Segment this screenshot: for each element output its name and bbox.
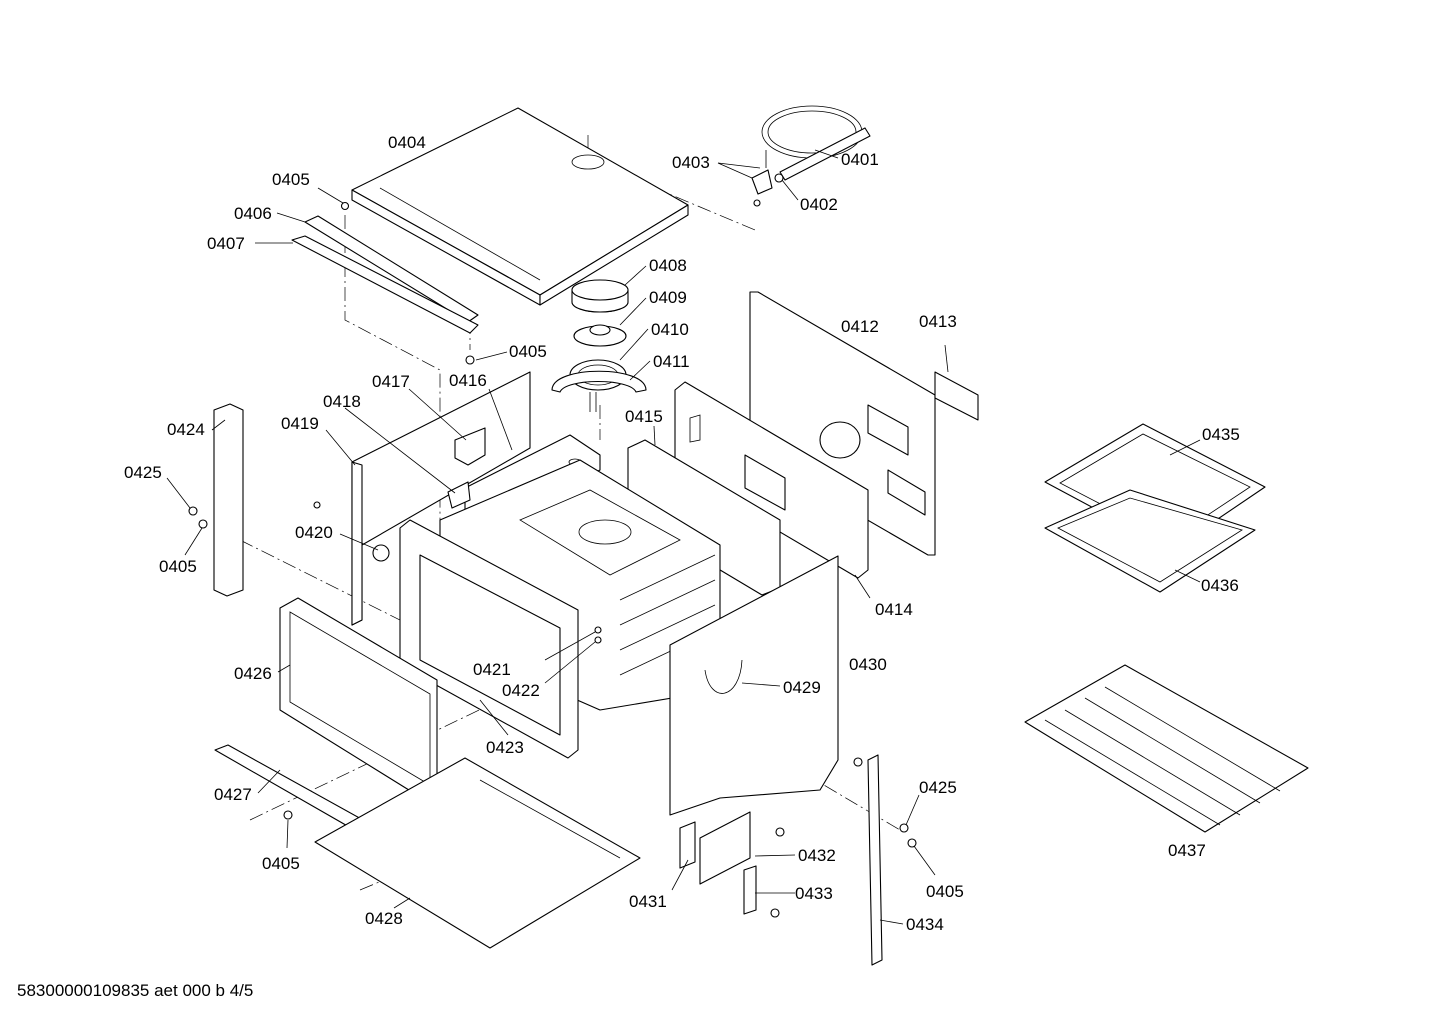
document-footer-id: 58300000109835 aet 000 b 4/5: [17, 981, 254, 1000]
label-0419: 0419: [281, 414, 319, 433]
part-0409-fan-disc: [573, 324, 627, 347]
label-0421: 0421: [473, 660, 511, 679]
label-0414: 0414: [875, 600, 913, 619]
leader-lines: [166, 149, 1201, 925]
label-0405-mid: 0405: [509, 342, 547, 361]
label-0430: 0430: [849, 655, 887, 674]
part-labels: 0401 0402 0403 0404 0405 0406 0407 0405 …: [124, 133, 1240, 934]
label-0410: 0410: [651, 320, 689, 339]
part-0430-side-panel: [669, 555, 839, 816]
label-0436: 0436: [1201, 576, 1239, 595]
hinge-screws: [770, 757, 863, 918]
part-0407-trim-rail: [291, 235, 479, 334]
label-0429: 0429: [783, 678, 821, 697]
label-0435: 0435: [1202, 425, 1240, 444]
part-0434-right-rail: [867, 754, 883, 966]
label-0415: 0415: [625, 407, 663, 426]
part-0436-baking-tray: [1044, 489, 1256, 593]
label-0412: 0412: [841, 317, 879, 336]
label-0405-left: 0405: [159, 557, 197, 576]
label-0433: 0433: [795, 884, 833, 903]
label-0425-left: 0425: [124, 463, 162, 482]
part-0401-hose: [761, 105, 871, 181]
screw-0405-bottom: [283, 810, 293, 820]
label-0437: 0437: [1168, 841, 1206, 860]
part-0414-rear-wall: [674, 381, 869, 579]
label-0434: 0434: [906, 915, 944, 934]
part-0424-left-rail: [213, 403, 244, 597]
label-0413: 0413: [919, 312, 957, 331]
part-0428-bottom-panel: [314, 757, 641, 949]
part-0404-top-panel: [351, 107, 689, 306]
label-0401: 0401: [841, 150, 879, 169]
label-0422: 0422: [502, 681, 540, 700]
part-0413-cover-plate: [934, 371, 979, 421]
screw-0405-top: [340, 201, 350, 211]
part-0418-sensor: [447, 481, 471, 509]
label-0431: 0431: [629, 892, 667, 911]
label-0423: 0423: [486, 738, 524, 757]
part-0437-wire-rack: [1024, 664, 1309, 833]
part-0402-nozzle: [774, 173, 784, 183]
label-0411: 0411: [653, 352, 690, 371]
part-0411-heating-element: [551, 370, 647, 412]
label-0406: 0406: [234, 204, 272, 223]
label-0405-right: 0405: [926, 882, 964, 901]
label-0408: 0408: [649, 256, 687, 275]
label-0417: 0417: [372, 372, 410, 391]
part-0431-hinge: [679, 821, 696, 869]
part-0429-handle: [704, 659, 743, 694]
label-0418: 0418: [323, 392, 361, 411]
screw-0405-mid: [465, 355, 475, 365]
label-0426: 0426: [234, 664, 272, 683]
part-0433-hinge-strip: [743, 865, 757, 915]
part-0408-fan-cover: [571, 279, 629, 313]
screws-0425-0405-right: [899, 823, 917, 848]
part-0420-lamp: [313, 501, 390, 562]
label-0407: 0407: [207, 234, 245, 253]
part-0403-connector: [751, 150, 773, 207]
label-0425-right: 0425: [919, 778, 957, 797]
label-0416: 0416: [449, 371, 487, 390]
part-0412-back-panel: [749, 291, 936, 556]
label-0403: 0403: [672, 153, 710, 172]
label-0420: 0420: [295, 523, 333, 542]
label-0432: 0432: [798, 846, 836, 865]
screws-0425-0405-left: [188, 506, 208, 529]
label-0405-bottom: 0405: [262, 854, 300, 873]
label-0409: 0409: [649, 288, 687, 307]
label-0428: 0428: [365, 909, 403, 928]
part-0432-hinge-plate: [699, 811, 751, 885]
label-0402: 0402: [800, 195, 838, 214]
label-0405-top: 0405: [272, 170, 310, 189]
label-0427: 0427: [214, 785, 252, 804]
label-0404: 0404: [388, 133, 426, 152]
label-0424: 0424: [167, 420, 205, 439]
part-0406-trim-strip: [304, 215, 479, 323]
